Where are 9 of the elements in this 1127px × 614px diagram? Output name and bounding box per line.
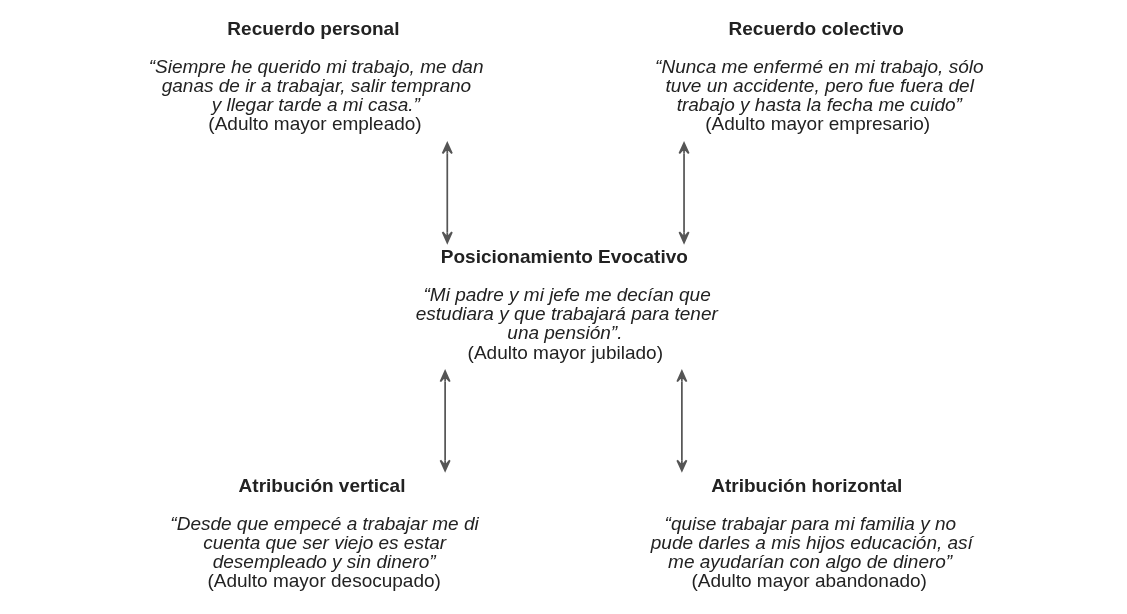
- node-text: Recuerdo colectivo “Nunca me enfermé en mi trabajo, sólo tuve un accidente, pero fue fuera del trabajo y hasta la fecha me cuido” (Adulto mayor empresario): [655, 18, 984, 135]
- arrow: [439, 370, 451, 472]
- node-text: Atribución vertical “Desde que empecé a trabajar me di cuenta que ser viejo es estar desempleado y sin dinero” (Adulto mayor desocupado): [170, 474, 479, 591]
- node-text: Posicionamiento Evocativo “Mi padre y mi jefe me decían que estudiara y que trabajará para tener una pensión”. (Adulto mayor jubilado): [415, 246, 718, 363]
- arrow: [678, 142, 690, 244]
- node-text: Recuerdo personal “Siempre he querido mi trabajo, me dan ganas de ir a trabajar, salir temprano y llegar tarde a mi casa.” (Adulto mayor empleado): [148, 18, 484, 135]
- arrow: [676, 370, 688, 472]
- arrow: [441, 142, 453, 244]
- node-text: Atribución horizontal “quise trabajar para mi familia y no pude darles a mis hijos educación, así me ayudarían con algo de dinero” (Adulto mayor abandonado): [650, 474, 973, 591]
